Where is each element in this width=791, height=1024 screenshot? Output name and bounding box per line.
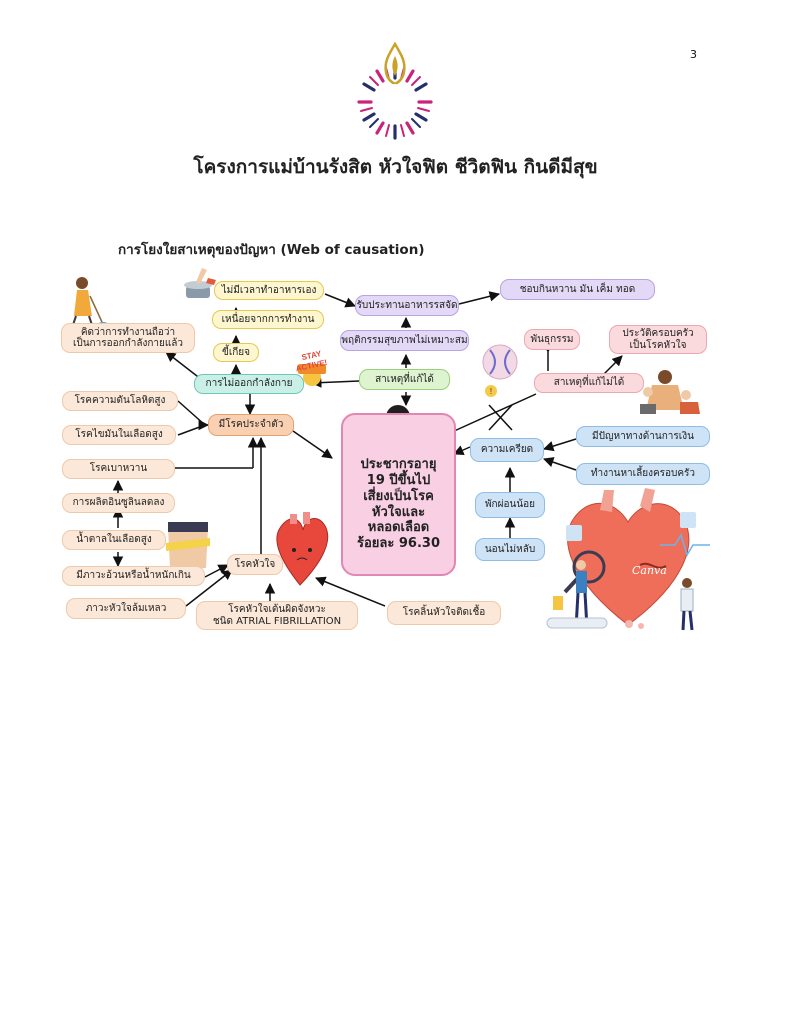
node-high-cholesterol: โรคไขมันในเลือดสูง: [62, 425, 176, 445]
node-heart-valve-infection: โรคลิ้นหัวใจติดเชื้อ: [387, 601, 501, 625]
project-title: โครงการแม่บ้านรังสิต หัวใจฟิต ชีวิตฟิน ก…: [193, 156, 598, 178]
svg-text:STAY: STAY: [301, 349, 323, 362]
waist-measure-illustration: [166, 522, 210, 568]
node-financial-problems: มีปัญหาทางด้านการเงิน: [576, 426, 710, 447]
node-lazy: ขี้เกียจ: [213, 343, 259, 362]
node-bad-health-behavior: พฤติกรรมสุขภาพไม่เหมาะสม: [340, 330, 469, 351]
node-chronic-disease: มีโรคประจำตัว: [208, 414, 294, 436]
family-illustration: [640, 370, 700, 414]
node-high-blood-sugar: น้ำตาลในเลือดสูง: [62, 530, 166, 550]
node-atrial-fibrillation: โรคหัวใจเต้นผิดจังหวะ ชนิด ATRIAL FIBRIL…: [196, 601, 358, 630]
dna-illustration: !: [482, 344, 518, 397]
node-stress: ความเครียด: [470, 438, 544, 462]
node-eat-fast-food: รับประทานอาหารรสจัด: [355, 295, 459, 316]
cooking-illustration: [184, 268, 216, 298]
center-node: [341, 413, 456, 576]
node-insomnia: นอนไม่หลับ: [475, 538, 545, 561]
node-heart-failure: ภาวะหัวใจล้มเหลว: [66, 598, 186, 619]
node-insulin-decrease: การผลิตอินซูลินลดลง: [62, 493, 175, 513]
node-hypertension: โรคความดันโลหิตสูง: [62, 391, 178, 411]
node-diabetes: โรคเบาหวาน: [62, 459, 175, 479]
canva-watermark: Canva: [632, 564, 667, 577]
stay-active-sticker: STAY ACTIVE!: [295, 349, 328, 386]
node-modifiable-causes: สาเหตุที่แก้ได้: [359, 369, 450, 390]
node-genetics: พันธุกรรม: [524, 329, 580, 350]
node-no-exercise: การไม่ออกกำลังกาย: [194, 374, 304, 394]
section-heading: การโยงใยสาเหตุของปัญหา (Web of causation…: [118, 242, 425, 258]
node-no-time-cooking: ไม่มีเวลาทำอาหารเอง: [214, 281, 324, 300]
center-node-text: ประชากรอายุ 19 ปีขึ้นไป เสี่ยงเป็นโรค หั…: [356, 457, 440, 552]
medical-heart-illustration: Canva: [546, 488, 710, 631]
connector-lines: [112, 291, 623, 607]
university-logo: [357, 41, 433, 140]
node-tired-from-work: เหนื่อยจากการทำงาน: [212, 310, 324, 329]
woman-cleaning-illustration: [71, 277, 108, 329]
node-obesity: มีภาวะอ้วนหรือน้ำหนักเกิน: [62, 566, 205, 586]
node-little-rest: พักผ่อนน้อย: [475, 492, 545, 518]
node-non-modifiable-causes: สาเหตุที่แก้ไม่ได้: [534, 373, 644, 393]
node-family-history: ประวัติครอบครัว เป็นโรคหัวใจ: [609, 325, 707, 354]
node-heart-disease: โรคหัวใจ: [227, 554, 283, 575]
cartoon-heart-illustration: [276, 512, 329, 586]
node-family-breadwinner: ทำงานหาเลี้ยงครอบครัว: [576, 463, 710, 485]
svg-text:!: !: [490, 387, 492, 396]
page-number: 3: [690, 48, 697, 61]
node-like-sweet-fat-salty: ชอบกินหวาน มัน เค็ม ทอด: [500, 279, 655, 300]
node-think-housework-exercise: คิดว่าการทำงานถือว่า เป็นการออกกำลังกายแ…: [61, 323, 195, 353]
